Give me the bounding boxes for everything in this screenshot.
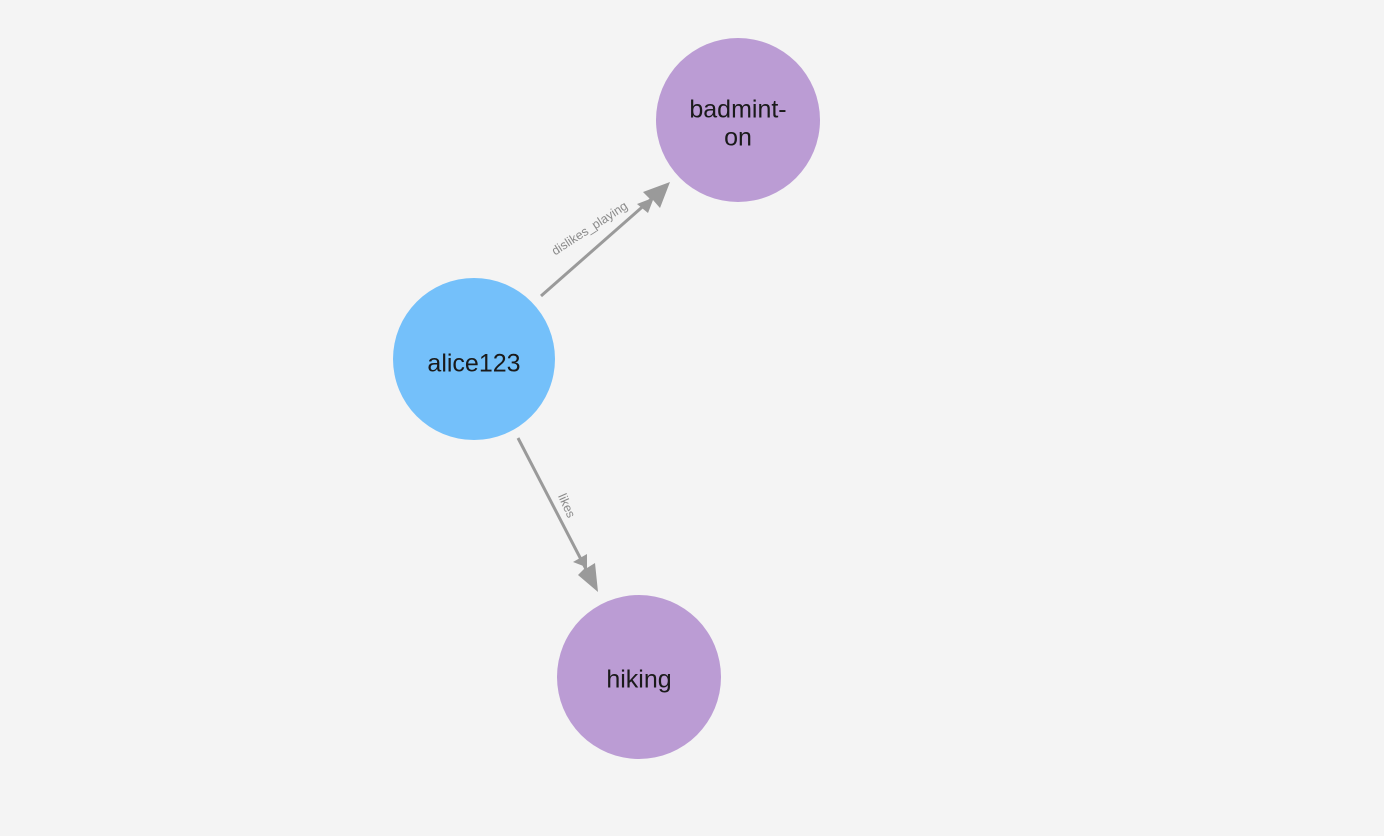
arrowhead-icon — [573, 554, 598, 592]
nodes-layer: badmint- on alice123 hiking — [393, 38, 820, 759]
edge-line — [516, 437, 589, 572]
arrowhead-icon — [637, 182, 670, 213]
node-circle-badminton[interactable] — [656, 38, 820, 202]
edge-line — [540, 192, 658, 298]
node-hiking[interactable]: hiking — [557, 595, 721, 759]
node-circle-alice123[interactable] — [393, 278, 555, 440]
node-badminton[interactable]: badmint- on — [656, 38, 820, 202]
node-alice123[interactable]: alice123 — [393, 278, 555, 440]
edge-dislikes-playing[interactable]: dislikes_playing — [540, 182, 670, 298]
edge-likes[interactable]: likes — [516, 437, 598, 592]
node-circle-hiking[interactable] — [557, 595, 721, 759]
